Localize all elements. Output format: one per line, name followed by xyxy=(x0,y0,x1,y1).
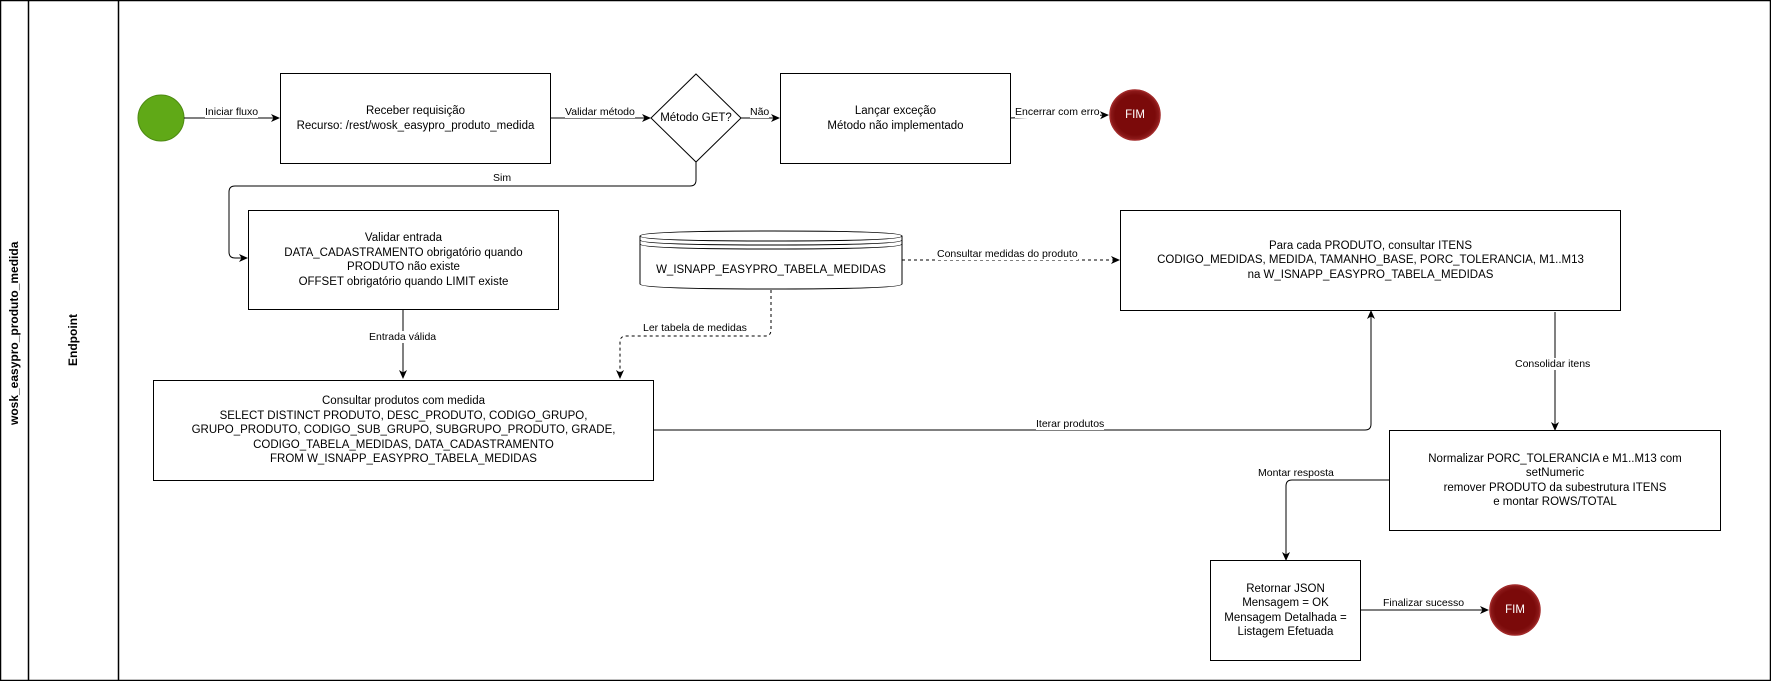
task-normalize[interactable]: Normalizar PORC_TOLERANCIA e M1..M13 com… xyxy=(1389,430,1721,531)
end-error-label: FIM xyxy=(1125,109,1145,121)
database-cylinder[interactable] xyxy=(639,230,903,290)
edge-label-read-table: Ler tabela de medidas xyxy=(643,322,747,334)
edge-label-valid-input: Entrada válida xyxy=(369,331,437,343)
task-receive-request[interactable]: Receber requisição Recurso: /rest/wosk_e… xyxy=(280,73,551,164)
end-event-error[interactable] xyxy=(1109,89,1161,141)
edge-label-consolidate: Consolidar itens xyxy=(1515,358,1591,370)
edge-label-validate-method: Validar método xyxy=(565,106,635,118)
edge-label-query-measures: Consultar medidas do produto xyxy=(937,248,1078,260)
edge-label-end-error: Encerrar com erro xyxy=(1015,106,1100,118)
decision-label: Método GET? xyxy=(660,112,732,124)
edge-decision-yes xyxy=(228,162,697,262)
task-query-items[interactable]: Para cada PRODUTO, consultar ITENS CODIG… xyxy=(1120,210,1621,311)
task-throw-exception[interactable]: Lançar exceção Método não implementado xyxy=(780,73,1011,164)
lane-title-endpoint: Endpoint xyxy=(66,314,80,366)
edge-label-no: Não xyxy=(750,106,770,118)
edge-label-build-response: Montar resposta xyxy=(1258,467,1334,479)
database-label: W_ISNAPP_EASYPRO_TABELA_MEDIDAS xyxy=(656,264,886,276)
edge-label-yes: Sim xyxy=(493,172,512,184)
edge-label-iterate: Iterar produtos xyxy=(1036,418,1105,430)
edge-iterate xyxy=(653,310,1375,431)
task-validate-input[interactable]: Validar entrada DATA_CADASTRAMENTO obrig… xyxy=(248,210,559,310)
start-event[interactable] xyxy=(137,94,185,142)
edge-db-to-query-products xyxy=(616,290,772,379)
task-return-json[interactable]: Retornar JSON Mensagem = OK Mensagem Det… xyxy=(1210,560,1361,661)
end-event-success[interactable] xyxy=(1489,584,1541,636)
edge-label-start: Iniciar fluxo xyxy=(205,106,259,118)
edge-build-response xyxy=(1282,479,1389,561)
edge-label-finish: Finalizar sucesso xyxy=(1383,597,1465,609)
task-query-products[interactable]: Consultar produtos com medida SELECT DIS… xyxy=(153,380,654,481)
end-success-label: FIM xyxy=(1505,604,1525,616)
pool-title: wosk_easypro_produto_medida xyxy=(7,241,21,425)
